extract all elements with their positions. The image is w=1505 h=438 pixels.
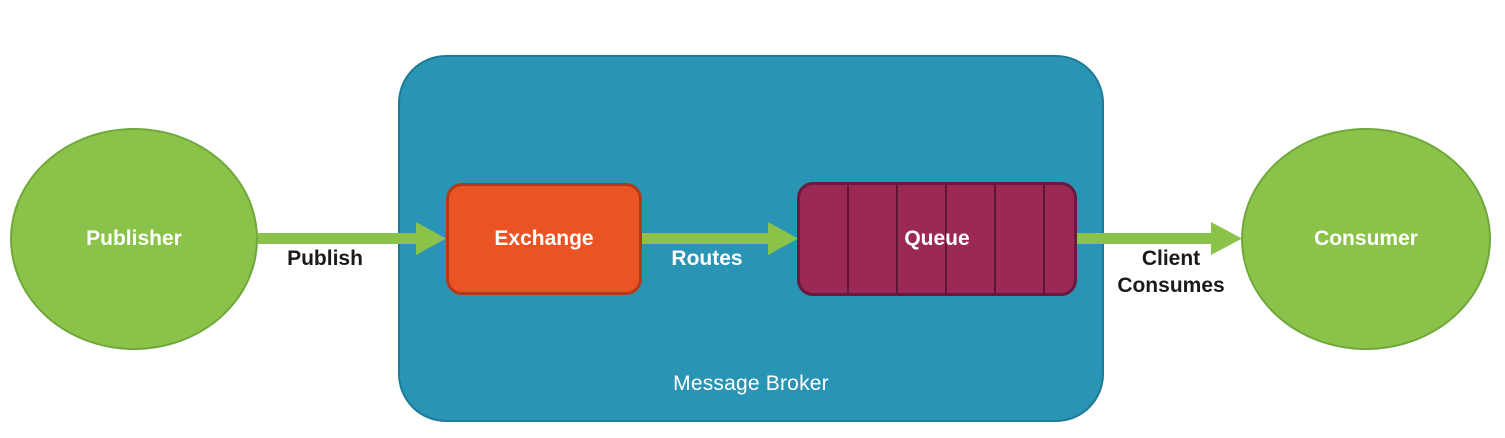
routes-label: Routes (671, 247, 743, 270)
publish-label: Publish (287, 247, 363, 270)
publisher-label: Publisher (86, 227, 182, 250)
queue-slot-divider (994, 185, 996, 293)
queue-slot-divider (847, 185, 849, 293)
client-consumes-line-2: Consumes (1117, 274, 1225, 297)
consumer-node: Consumer (1241, 128, 1491, 350)
exchange-label: Exchange (494, 227, 594, 250)
queue-slot-divider (945, 185, 947, 293)
message-broker-label: Message Broker (673, 372, 829, 395)
queue-slot-divider (1043, 185, 1045, 293)
exchange-node: Exchange (446, 183, 642, 295)
publisher-node: Publisher (10, 128, 258, 350)
client-consumes-line-1: Client (1141, 247, 1201, 270)
consumes-arrow (1077, 222, 1242, 255)
routes-arrow (642, 222, 798, 255)
queue-slot-divider (896, 185, 898, 293)
queue-node: Queue (797, 182, 1077, 296)
client-consumes-label: Client Consumes (1100, 245, 1242, 299)
queue-label: Queue (904, 227, 970, 250)
consumer-label: Consumer (1314, 227, 1418, 250)
publish-arrow (258, 222, 446, 255)
